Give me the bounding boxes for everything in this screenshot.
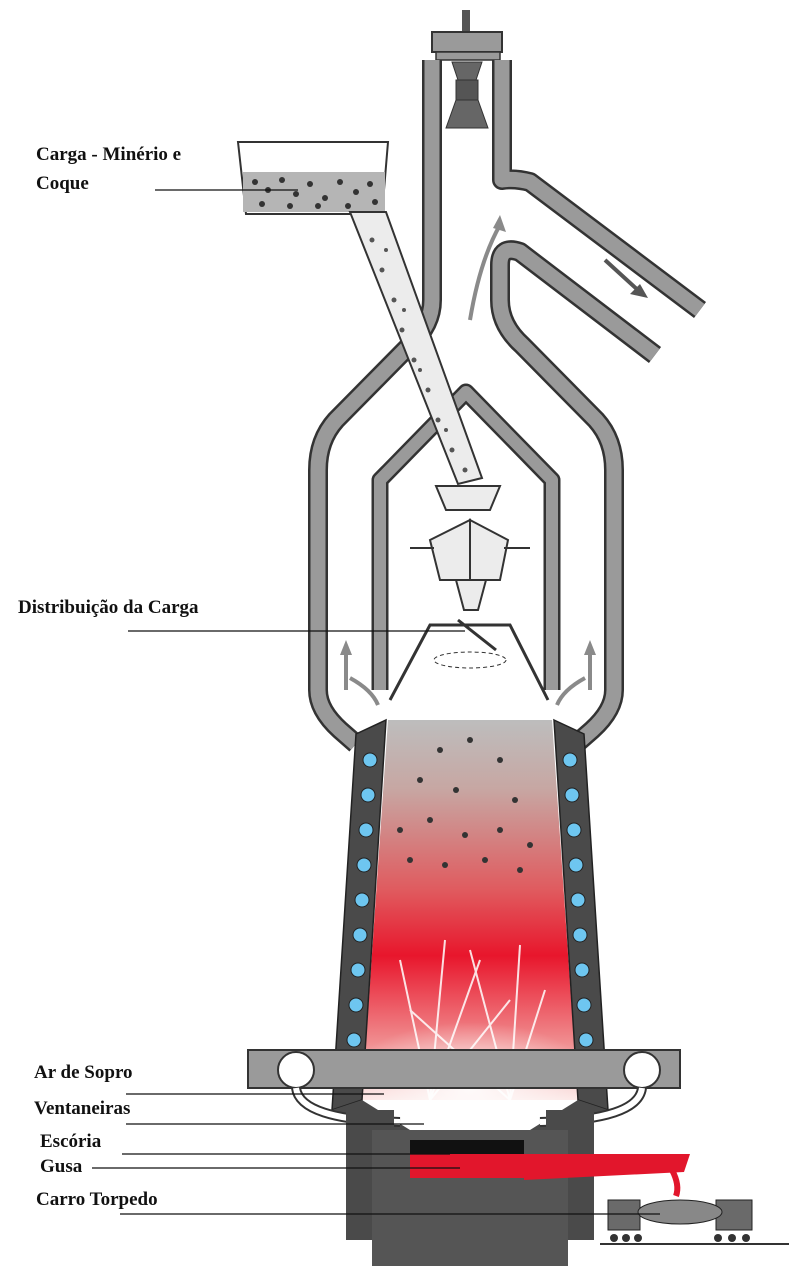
charge-hopper	[238, 142, 482, 484]
torpedo-car	[600, 1200, 789, 1244]
label-distribuicao: Distribuição da Carga	[18, 597, 465, 631]
furnace-hearth	[346, 1110, 690, 1266]
label-gusa-text: Gusa	[40, 1156, 83, 1177]
slag-layer	[410, 1140, 524, 1154]
label-ventaneiras-text: Ventaneiras	[34, 1098, 130, 1119]
label-carga-line1: Carga - Minério e	[36, 144, 181, 165]
charge-distributor	[390, 486, 548, 700]
label-escoria-text: Escória	[40, 1131, 102, 1152]
molten-iron-layer	[410, 1154, 524, 1178]
label-carro-torpedo-text: Carro Torpedo	[36, 1189, 158, 1210]
label-carga-line2: Coque	[36, 173, 89, 194]
label-distribuicao-text: Distribuição da Carga	[18, 597, 199, 618]
iron-runner	[524, 1154, 690, 1180]
label-ar-de-sopro-text: Ar de Sopro	[34, 1062, 133, 1083]
furnace-top-gas-offtake	[318, 10, 700, 744]
hot-blast-bustle-pipe	[248, 1050, 680, 1122]
